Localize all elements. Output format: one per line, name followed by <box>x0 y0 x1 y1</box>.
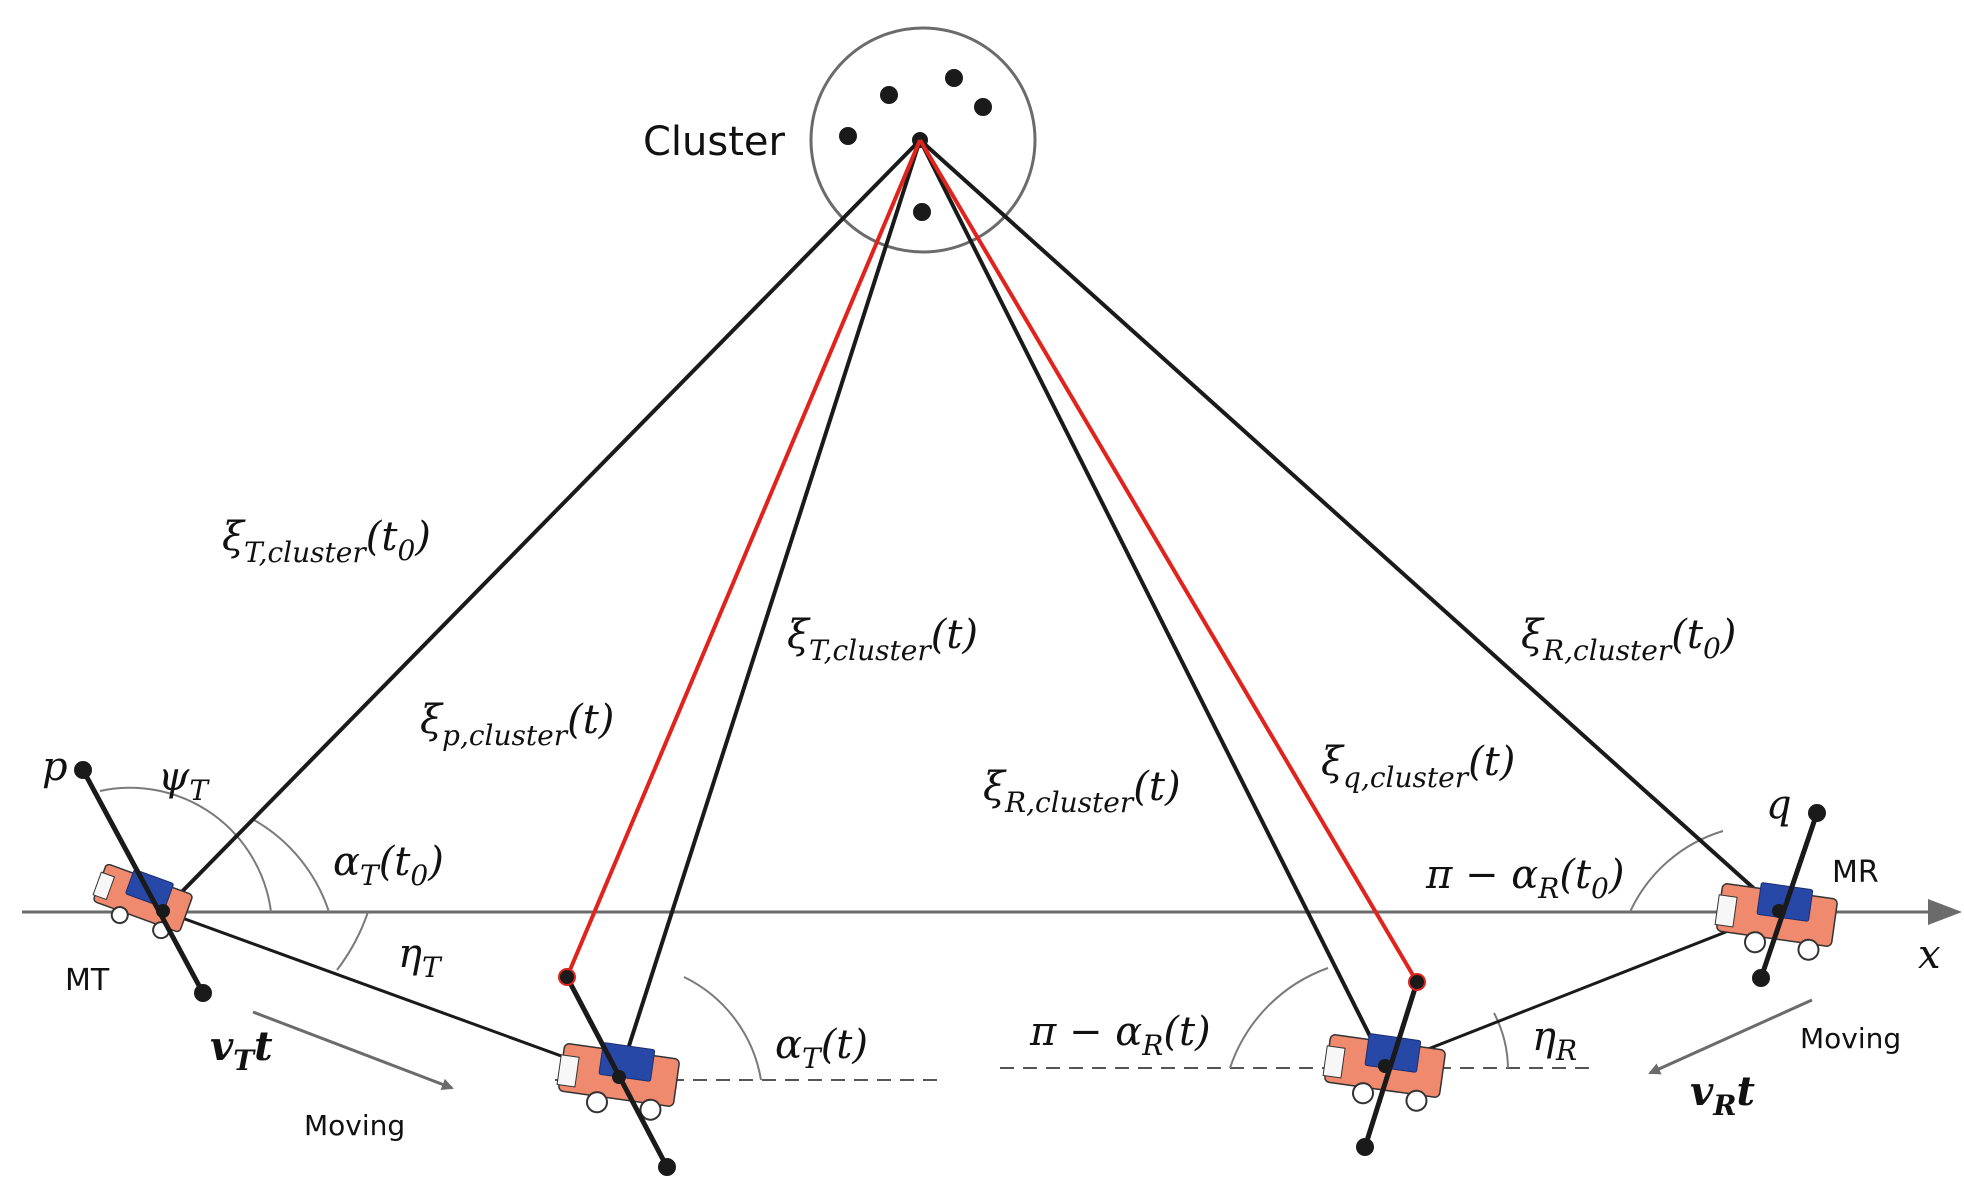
path-mr-displacement <box>1384 909 1780 1068</box>
array-endpoint-dot <box>1808 804 1826 822</box>
scatterer-dot <box>839 127 857 145</box>
path-mr-cluster-t <box>918 139 1387 1067</box>
moving-arrow-mt <box>252 1010 454 1091</box>
label-xi-t-cluster-t0: ξT,cluster(t0) <box>222 514 431 569</box>
array-endpoint-dot <box>1408 973 1426 991</box>
label-xi-q-cluster-t: ξq,cluster(t) <box>1321 739 1515 794</box>
eta-r-arc <box>1493 1012 1509 1069</box>
antenna-array-mt-t0 <box>74 761 212 1002</box>
scatterer-dot <box>913 203 931 221</box>
moving-label-mt: Moving <box>304 1109 405 1142</box>
array-center-dot <box>1772 904 1786 918</box>
moving-label-mr: Moving <box>1800 1022 1901 1055</box>
label-v-r-t: vRt <box>1690 1068 1756 1122</box>
path-mt-cluster-t0 <box>161 138 922 913</box>
label-alpha-t-t: αT(t) <box>775 1022 868 1075</box>
array-center-dot <box>1378 1059 1392 1073</box>
moving-arrow-mr <box>1648 998 1813 1075</box>
eta-t-arc <box>336 911 369 971</box>
scatterer-dot <box>880 86 898 104</box>
antenna-array-mt-t <box>558 968 676 1176</box>
array-endpoint-dot <box>74 761 92 779</box>
array-endpoint-dot <box>1356 1138 1374 1156</box>
path-p-cluster-t <box>565 139 922 978</box>
antenna-array-mr-t0 <box>1752 804 1826 987</box>
pi-alpha-r-t0-arc <box>1629 830 1724 913</box>
label-xi-t-cluster-t: ξT,cluster(t) <box>787 612 978 667</box>
alpha-t-t0-arc <box>253 819 330 913</box>
receiver-label: MR <box>1832 855 1879 890</box>
label-pi-minus-alpha-r-t: π − αR(t) <box>1029 1009 1211 1062</box>
array-endpoint-dot <box>558 968 576 986</box>
path-mr-cluster-t0 <box>918 138 1781 913</box>
transmitter-label: MT <box>65 963 110 998</box>
label-psi-t: ψT <box>158 754 210 807</box>
label-alpha-t-t0: αT(t0) <box>333 839 444 892</box>
label-eta-r: ηR <box>1532 1014 1577 1067</box>
alpha-t-t-arc <box>683 976 762 1081</box>
scatterer-dot <box>974 98 992 116</box>
path-mt-displacement <box>162 909 620 1079</box>
pi-alpha-r-t-arc <box>1229 967 1329 1069</box>
endpoint-p-label: p <box>42 744 68 790</box>
label-xi-r-cluster-t: ξR,cluster(t) <box>983 764 1181 819</box>
array-endpoint-dot <box>658 1158 676 1176</box>
x-axis-label: x <box>1918 932 1941 978</box>
car-mt-t0 <box>92 863 193 940</box>
label-v-t-t: vTt <box>210 1023 273 1077</box>
array-center-dot <box>156 904 170 918</box>
antenna-array-mr-t <box>1356 973 1426 1156</box>
label-xi-p-cluster-t: ξp,cluster(t) <box>420 697 614 752</box>
array-center-dot <box>612 1070 626 1084</box>
car-mr-t0 <box>1714 882 1838 961</box>
label-pi-minus-alpha-r-t0: π − αR(t0) <box>1425 852 1624 905</box>
array-endpoint-dot <box>194 984 212 1002</box>
label-eta-t: ηT <box>398 931 443 984</box>
psi-t-arc <box>99 786 272 913</box>
path-mt-cluster-t <box>617 139 922 1078</box>
endpoint-q-label: q <box>1766 782 1792 828</box>
cluster-circle <box>809 26 1037 254</box>
cluster-label: Cluster <box>643 119 786 165</box>
label-xi-r-cluster-t0: ξR,cluster(t0) <box>1521 612 1736 667</box>
array-endpoint-dot <box>1752 969 1770 987</box>
path-q-cluster-t <box>918 138 1419 984</box>
scatterer-dot <box>945 69 963 87</box>
